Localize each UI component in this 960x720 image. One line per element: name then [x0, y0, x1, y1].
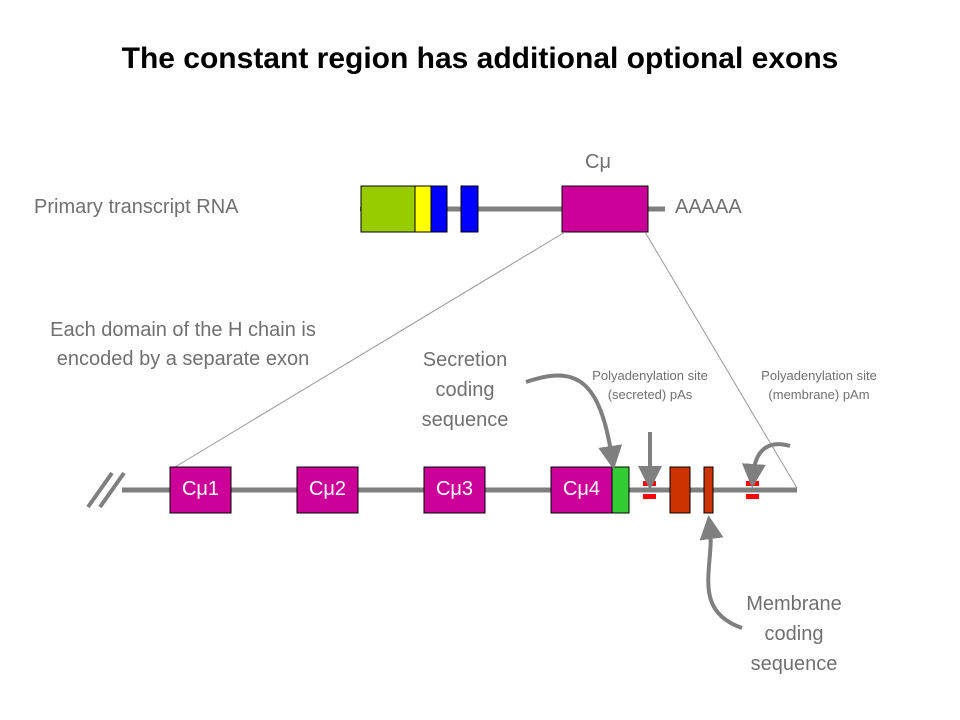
zoom-line-left — [169, 231, 566, 471]
pas-site-top — [643, 481, 656, 486]
zoom-line-right — [644, 231, 798, 489]
membrane-label: Membrane coding sequence — [746, 593, 842, 675]
membrane-arrow — [699, 515, 743, 630]
secretion-label: Secretion coding sequence — [421, 349, 509, 431]
exon-label-1: Cμ1 — [181, 478, 220, 500]
exon-label-3: Cμ3 — [435, 478, 474, 500]
exon-box-1 — [169, 466, 232, 514]
pas-label: Polyadenylation site (secreted) pAs — [592, 368, 708, 402]
pam-label: Polyadenylation site (membrane) pAm — [761, 368, 877, 402]
j-exon-1 — [430, 185, 448, 233]
pam-site-bottom — [746, 494, 759, 499]
page-title: The constant region has additional optio… — [121, 42, 839, 75]
break-mark-2 — [98, 471, 126, 509]
exon-box-2 — [296, 466, 359, 514]
vdj-exon — [360, 185, 416, 233]
exon-label-4: Cμ4 — [562, 478, 601, 500]
pas-site-bottom — [643, 494, 656, 499]
break-mark-1 — [86, 471, 114, 509]
membrane-exon-2 — [703, 466, 714, 514]
cmu-block — [561, 185, 649, 233]
domain-note: Each domain of the H chain is encoded by… — [50, 319, 316, 370]
secretion-arrow — [525, 373, 623, 470]
exon-box-3 — [423, 466, 486, 514]
secretion-exon — [611, 466, 630, 514]
polya-tail-label: AAAAA — [675, 196, 742, 218]
primary-transcript-label: Primary transcript RNA — [34, 196, 239, 218]
exon-box-4 — [550, 466, 613, 514]
leader-exon — [414, 185, 432, 233]
pam-site-top — [746, 481, 759, 486]
j-exon-2 — [460, 185, 479, 233]
membrane-exon-1 — [669, 466, 691, 514]
pam-arrow — [741, 442, 791, 488]
exon-label-2: Cμ2 — [308, 478, 347, 500]
cmu-label: Cμ — [585, 151, 611, 173]
